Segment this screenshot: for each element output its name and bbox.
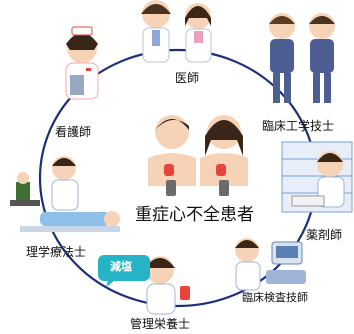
pharmacist-illustration [281,141,353,213]
doctor-illustration [141,0,212,63]
patients-illustration [148,115,248,196]
role-label-physiotherapist: 理学療法士 [26,245,87,259]
role-label-nurse: 看護師 [55,125,92,139]
dietitian-illustration [98,255,190,315]
lab-technician-illustration [235,238,306,291]
physiotherapist-illustration [10,156,120,232]
clinical-engineer-illustration [269,13,335,103]
center-label-patient: 重症心不全患者 [135,205,254,225]
nurse-illustration [65,26,99,100]
dietitian-sign-text: 減塩 [110,260,132,273]
role-label-pharmacist: 薬剤師 [306,228,343,242]
role-label-doctor: 医師 [175,71,200,85]
role-label-dietitian: 管理栄養士 [130,317,191,331]
role-label-lab-technician: 臨床検査技師 [242,291,308,304]
role-label-clinical-engineer: 臨床工学技士 [262,119,335,133]
speech-bubble [98,255,150,287]
